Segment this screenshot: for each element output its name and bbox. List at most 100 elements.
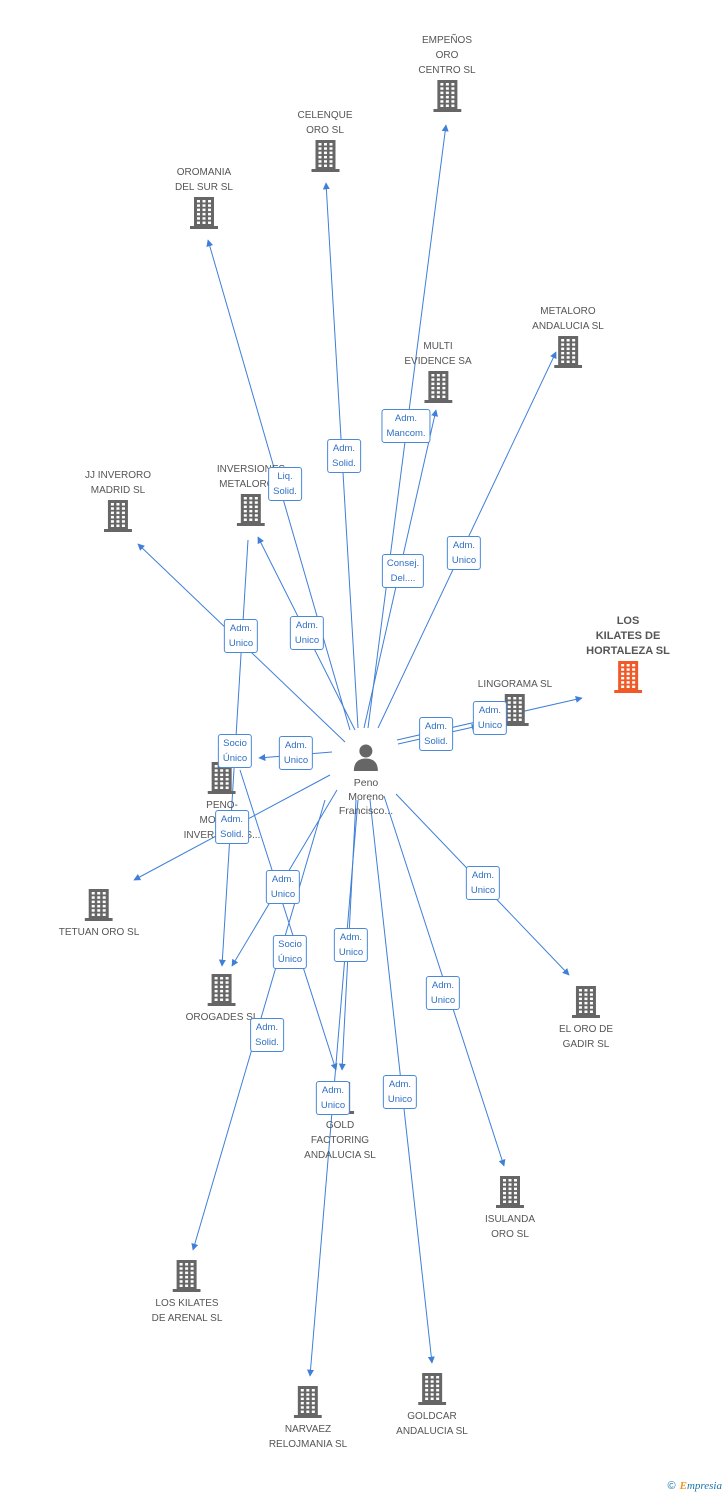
role-label[interactable]: Adm. Unico: [465, 866, 501, 900]
role-label[interactable]: Adm.Solid.: [419, 717, 453, 751]
company-name-line: KILATES DE: [595, 630, 661, 642]
role-label[interactable]: Adm. Solid.: [327, 439, 361, 473]
role-label-line: Liq.: [277, 471, 293, 482]
company-node-narvaez[interactable]: NARVAEZ RELOJMANIA SL: [269, 1384, 347, 1452]
role-label-line: Solid.: [332, 458, 356, 469]
role-label[interactable]: Adm.Solid.: [250, 1018, 284, 1052]
role-label[interactable]: Adm.Unico: [333, 928, 369, 962]
role-label[interactable]: Adm.Unico: [223, 619, 259, 653]
company-name-line: INVERSIONES: [216, 464, 286, 475]
role-label-line: Solid.: [273, 486, 297, 497]
role-label-line: Mancom.: [386, 428, 426, 439]
building-icon: [417, 1373, 446, 1405]
role-label[interactable]: Consej.Del....: [381, 554, 425, 588]
role-label-line: Adm.: [431, 980, 455, 991]
company-name-line: EMPEÑOS: [421, 35, 473, 46]
building-icon: [553, 336, 582, 368]
role-label-line: Unico: [387, 1094, 413, 1105]
company-name-line: ANDALUCIA SL: [532, 321, 604, 332]
role-label[interactable]: Adm.Unico: [278, 736, 314, 770]
company-name-line: OROMANIA: [176, 167, 232, 178]
building-icon: [84, 889, 113, 921]
role-label-line: Unico: [477, 720, 503, 731]
company-name: CELENQUE ORO SL: [297, 108, 352, 138]
role-label-line: Unico: [451, 555, 477, 566]
role-label-line: Adm.: [321, 1085, 345, 1096]
company-node-celenque[interactable]: CELENQUE ORO SL: [297, 108, 353, 172]
role-label-line: Socio: [278, 939, 302, 950]
company-name: NARVAEZ RELOJMANIA SL: [269, 1422, 347, 1452]
company-name-line: FACTORING: [310, 1135, 370, 1146]
brand-name: mpresia: [686, 1480, 722, 1492]
building-icon: [293, 1386, 322, 1418]
role-label[interactable]: Adm.Unico: [425, 976, 461, 1010]
role-label-line: Adm.: [339, 932, 363, 943]
building-icon: [208, 974, 236, 1006]
building-icon: [236, 494, 265, 526]
role-label-line: Unico: [228, 638, 254, 649]
company-name-line: MULTI: [423, 341, 453, 352]
building-icon: [501, 694, 529, 726]
role-label-line: Único: [222, 753, 248, 764]
company-name-line: RELOJMANIA SL: [268, 1439, 348, 1450]
role-label[interactable]: Adm.Unico: [446, 536, 482, 570]
role-label-line: Adm.: [332, 443, 356, 454]
role-label-line: Unico: [470, 885, 496, 896]
role-label[interactable]: Adm. Mancom.: [381, 409, 431, 443]
role-label-line: Solid.: [255, 1037, 279, 1048]
role-label-line: Adm.: [394, 413, 418, 424]
center-person[interactable]: Peno Moreno Francisco...: [339, 742, 393, 818]
company-name-line: ISULANDA: [484, 1214, 536, 1225]
role-label[interactable]: Adm.Unico: [315, 1081, 351, 1115]
person-icon: [353, 744, 378, 771]
role-label-line: Unico: [283, 755, 309, 766]
role-label[interactable]: Adm. Unico: [472, 701, 508, 735]
role-label-line: Adm.: [271, 874, 295, 885]
role-label[interactable]: Adm.Unico: [289, 616, 325, 650]
footer-brand[interactable]: ©Empresia: [668, 1480, 723, 1492]
company-name-line: GOLD: [325, 1120, 355, 1131]
building-icon: [104, 500, 132, 532]
building-icon: [189, 197, 218, 229]
role-label-line: Unico: [270, 889, 296, 900]
role-label[interactable]: Adm.Solid.: [215, 810, 249, 844]
role-label-line: Adm.: [471, 870, 495, 881]
company-name-line: DE ARENAL SL: [151, 1313, 223, 1324]
role-label[interactable]: Adm. Unico: [265, 870, 301, 904]
building-icon: [572, 986, 600, 1018]
company-name-line: NARVAEZ: [284, 1424, 332, 1435]
company-node-lingorama[interactable]: LINGORAMA SL: [478, 677, 552, 726]
company-name: OROGADES SL: [186, 1010, 259, 1025]
company-name-line: ORO SL: [306, 125, 344, 136]
role-label-line: Adm.: [478, 705, 502, 716]
person-name-line: Peno: [353, 777, 379, 789]
role-label[interactable]: Adm.Unico: [382, 1075, 418, 1109]
company-name-line: TETUAN ORO SL: [58, 927, 140, 938]
building-icon: [310, 140, 339, 172]
company-name-line: CELENQUE: [297, 110, 353, 121]
company-node-orogades[interactable]: OROGADES SL: [186, 972, 259, 1025]
company-node-tetuan[interactable]: TETUAN ORO SL: [58, 887, 140, 940]
company-name-line: GADIR SL: [562, 1039, 610, 1050]
role-label[interactable]: Liq. Solid.: [268, 467, 302, 501]
company-name-line: ANDALUCIA SL: [304, 1150, 376, 1161]
